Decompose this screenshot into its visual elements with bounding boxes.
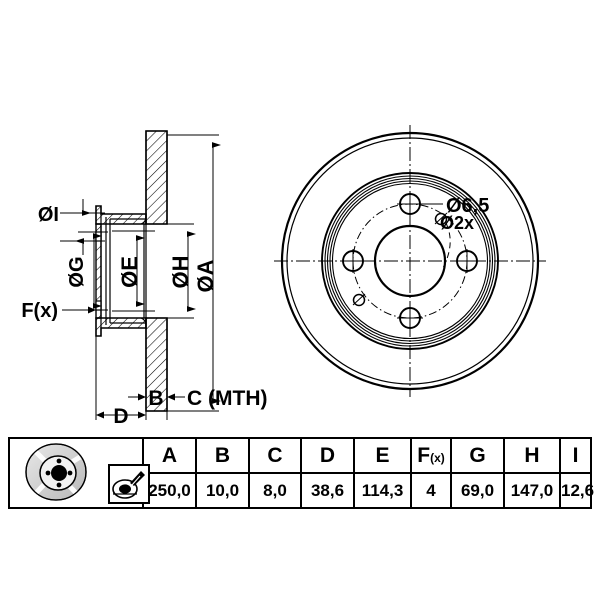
table-value-c: 8,0 <box>248 472 302 509</box>
label-c: C (MTH) <box>187 387 267 410</box>
table-value-g: 69,0 <box>450 472 505 509</box>
dimension-dia-h: ØH <box>150 223 196 319</box>
table-header-c: C <box>248 437 302 474</box>
table-header-f-letter: F <box>417 443 431 467</box>
label-f-x: F(x) <box>21 300 58 322</box>
dimension-c: C (MTH) <box>167 387 267 410</box>
retaining-holes <box>352 212 448 307</box>
disc-hub-wall <box>95 223 102 319</box>
table-value-e: 114,3 <box>353 472 412 509</box>
label-dia-i: ØI <box>38 204 59 226</box>
annotation-hole-count: Ø2x <box>440 213 474 269</box>
table-header-i: I <box>559 437 592 474</box>
table-value-a: 250,0 <box>142 472 197 509</box>
measuring-tool-icon <box>108 464 150 504</box>
label-d: D <box>113 405 128 428</box>
dimension-f-x: F(x) <box>21 300 96 322</box>
disc-hat-lower <box>95 317 147 337</box>
label-dia-g: ØG <box>66 256 88 287</box>
label-b: B <box>148 387 163 410</box>
annotation-hole-diameter: Ø6,5 <box>420 195 489 217</box>
label-hole-dia: Ø6,5 <box>446 195 489 217</box>
retaining-hole <box>352 293 366 307</box>
face-view: Ø6,5 Ø2x <box>274 125 546 397</box>
disc-fillets <box>140 216 147 326</box>
table-header-g: G <box>450 437 505 474</box>
specification-table: A B C D E F(x) G H I 250,0 10,0 8,0 38,6… <box>8 437 594 509</box>
dimension-dia-e: ØE <box>112 230 155 312</box>
label-dia-h: ØH <box>168 256 193 289</box>
table-header-a: A <box>142 437 197 474</box>
label-dia-a: ØA <box>193 259 218 292</box>
table-value-d: 38,6 <box>300 472 355 509</box>
disc-hat-upper <box>95 205 147 225</box>
table-header-f-superscript: (x) <box>430 450 445 465</box>
dimension-dia-i: ØI <box>38 199 105 255</box>
table-icon-cell <box>9 438 150 508</box>
table-value-h: 147,0 <box>503 472 561 509</box>
table-header-h: H <box>503 437 561 474</box>
table-header-b: B <box>195 437 250 474</box>
retaining-hole <box>434 212 448 226</box>
table-header-d: D <box>300 437 355 474</box>
disc-friction-ring-upper <box>145 130 168 225</box>
table-header-row: A B C D E F(x) G H I <box>9 437 592 508</box>
table-header-f: F(x) <box>410 437 452 474</box>
label-hole-count: Ø2x <box>440 213 474 233</box>
dimension-dia-a: ØA <box>167 134 221 412</box>
table-value-b: 10,0 <box>195 472 250 509</box>
table-header-e: E <box>353 437 412 474</box>
dimension-d: D <box>95 336 147 428</box>
table-value-i: 12,6 <box>559 472 594 509</box>
cross-section-view: ØA ØH ØE ØG <box>21 130 267 428</box>
label-dia-e: ØE <box>117 256 142 288</box>
table-value-f: 4 <box>410 472 452 509</box>
table-value-row: 250,0 10,0 8,0 38,6 114,3 4 69,0 147,0 1… <box>9 472 594 509</box>
brake-disc-icon <box>16 441 96 503</box>
